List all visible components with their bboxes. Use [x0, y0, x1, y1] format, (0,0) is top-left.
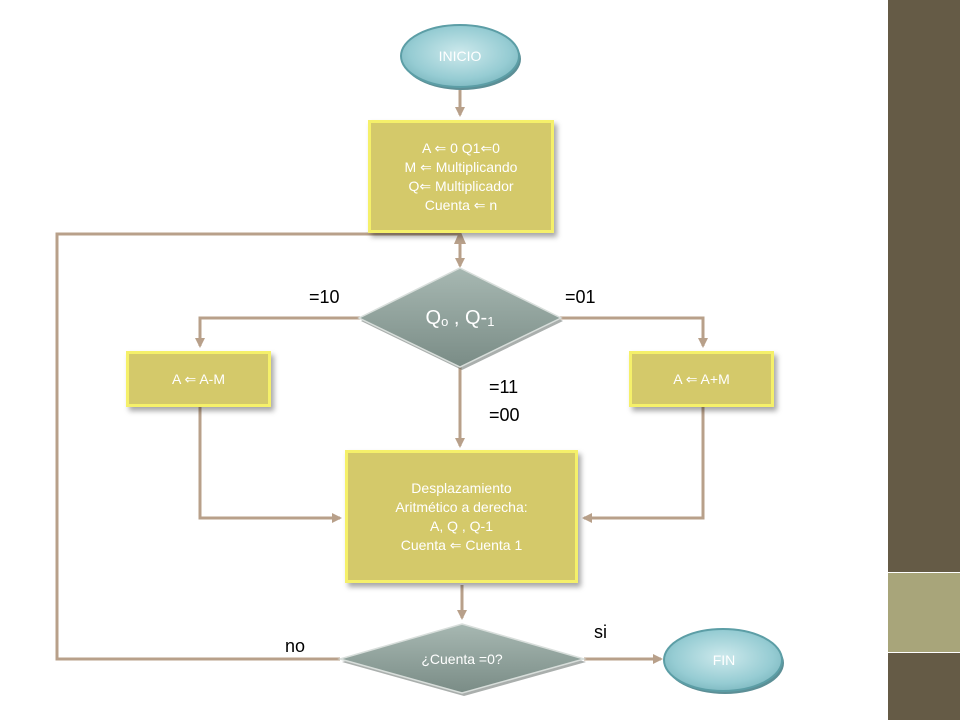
add-label: A ⇐ A+M [673, 370, 730, 387]
edge-label-no: no [285, 636, 306, 656]
side-panel-top [888, 0, 960, 573]
check-label: ¿Cuenta =0? [421, 651, 503, 667]
sub-label: A ⇐ A-M [172, 370, 225, 387]
sub-box: A ⇐ A-M [126, 351, 271, 407]
edge-label-left: =10 [309, 287, 340, 307]
shift-line: Desplazamiento [411, 479, 512, 496]
init-line: Q⇐ Multiplicador [408, 177, 514, 194]
decision-sub0: o [441, 313, 449, 329]
shift-box: Desplazamiento Aritmético a derecha: A, … [345, 450, 578, 583]
start-terminal [400, 24, 520, 88]
add-box: A ⇐ A+M [629, 351, 774, 407]
init-line: A ⇐ 0 Q1⇐0 [422, 139, 500, 156]
decision-diamond [357, 267, 563, 368]
end-label: FIN [712, 652, 736, 668]
init-line: Cuenta ⇐ n [424, 196, 498, 213]
start-label: INICIO [438, 48, 482, 64]
check-diamond [337, 623, 587, 694]
edge-label-mid2: =00 [489, 405, 520, 425]
decision-sub1: 1 [487, 313, 495, 329]
init-box: A ⇐ 0 Q1⇐0 M ⇐ Multiplicando Q⇐ Multipli… [368, 120, 554, 233]
end-terminal [663, 628, 783, 692]
init-line: M ⇐ Multiplicando [404, 158, 518, 175]
arrow-add-to-shift [582, 407, 705, 523]
decision-q: Q [425, 306, 442, 329]
shift-line: Cuenta ⇐ Cuenta 1 [400, 536, 523, 553]
side-panel-bottom [888, 653, 960, 720]
side-panel-accent [888, 573, 960, 653]
arrow-loop-back [55, 232, 460, 661]
arrow-sub-to-shift [198, 407, 342, 523]
loop-arrowhead [454, 230, 466, 244]
arrow-decision-to-sub [195, 316, 362, 348]
arrow-decision-to-add [558, 316, 708, 348]
flowchart-canvas [55, 24, 784, 696]
shift-line: A, Q , Q-1 [429, 517, 493, 534]
shift-line: Aritmético a derecha: [395, 498, 528, 515]
edge-label-mid1: =11 [489, 377, 519, 397]
decision-sep: , Q- [448, 306, 488, 329]
edge-label-right: =01 [565, 287, 596, 307]
edge-label-yes: si [594, 622, 607, 642]
